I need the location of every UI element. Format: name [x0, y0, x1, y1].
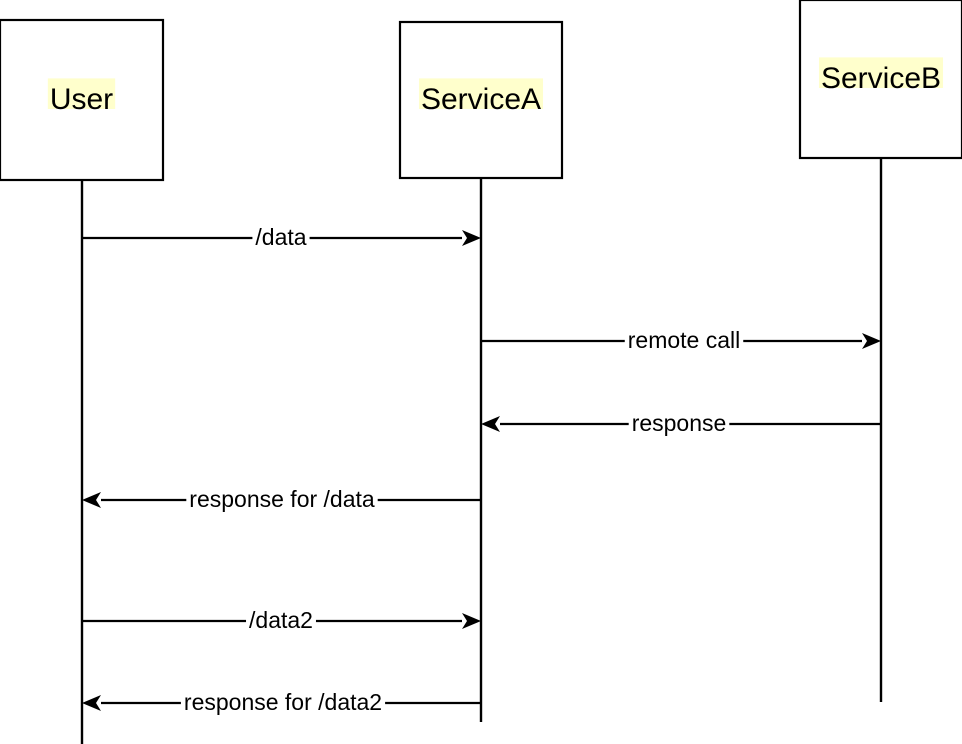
- arrow-head-5: [462, 613, 481, 629]
- message-label-bg-1: [252, 219, 310, 245]
- message-label-bg-3: [628, 405, 730, 431]
- message-4[interactable]: response for /data: [82, 481, 481, 512]
- arrow-head-1: [462, 230, 481, 246]
- message-label-bg-4: [186, 481, 378, 507]
- participant-label-highlight-user: [47, 78, 116, 109]
- participants-layer: User ServiceA ServiceB: [0, 0, 962, 182]
- arrow-head-4: [82, 492, 101, 508]
- participant-label-servicea: ServiceA: [421, 83, 541, 116]
- message-label-4: response for /data: [189, 486, 375, 512]
- message-5[interactable]: /data2: [82, 602, 481, 633]
- message-6[interactable]: response for /data2: [82, 684, 481, 715]
- participant-label-serviceb: ServiceB: [821, 62, 941, 95]
- participant-label-user: User: [50, 83, 113, 116]
- participant-servicea[interactable]: ServiceA: [398, 20, 564, 180]
- message-label-bg-5: [246, 602, 316, 628]
- participant-user[interactable]: User: [0, 18, 165, 182]
- message-label-1: /data: [255, 224, 306, 250]
- message-1[interactable]: /data: [82, 219, 481, 250]
- participant-label-highlight-serviceb: [818, 57, 944, 88]
- arrow-head-3: [481, 416, 500, 432]
- messages-layer: /data remote call response response for /da…: [82, 219, 881, 715]
- participant-serviceb[interactable]: ServiceB: [798, 0, 962, 160]
- message-label-3: response: [632, 410, 727, 436]
- message-label-2: remote call: [628, 327, 740, 353]
- message-2[interactable]: remote call: [481, 322, 881, 353]
- lifelines-layer: [80, 158, 883, 744]
- message-label-bg-6: [180, 684, 386, 710]
- arrow-head-2: [862, 333, 881, 349]
- participant-label-highlight-servicea: [418, 78, 544, 109]
- message-label-5: /data2: [249, 607, 313, 633]
- message-label-6: response for /data2: [184, 689, 382, 715]
- message-3[interactable]: response: [481, 405, 881, 436]
- arrow-head-6: [82, 695, 101, 711]
- message-label-bg-2: [624, 322, 744, 348]
